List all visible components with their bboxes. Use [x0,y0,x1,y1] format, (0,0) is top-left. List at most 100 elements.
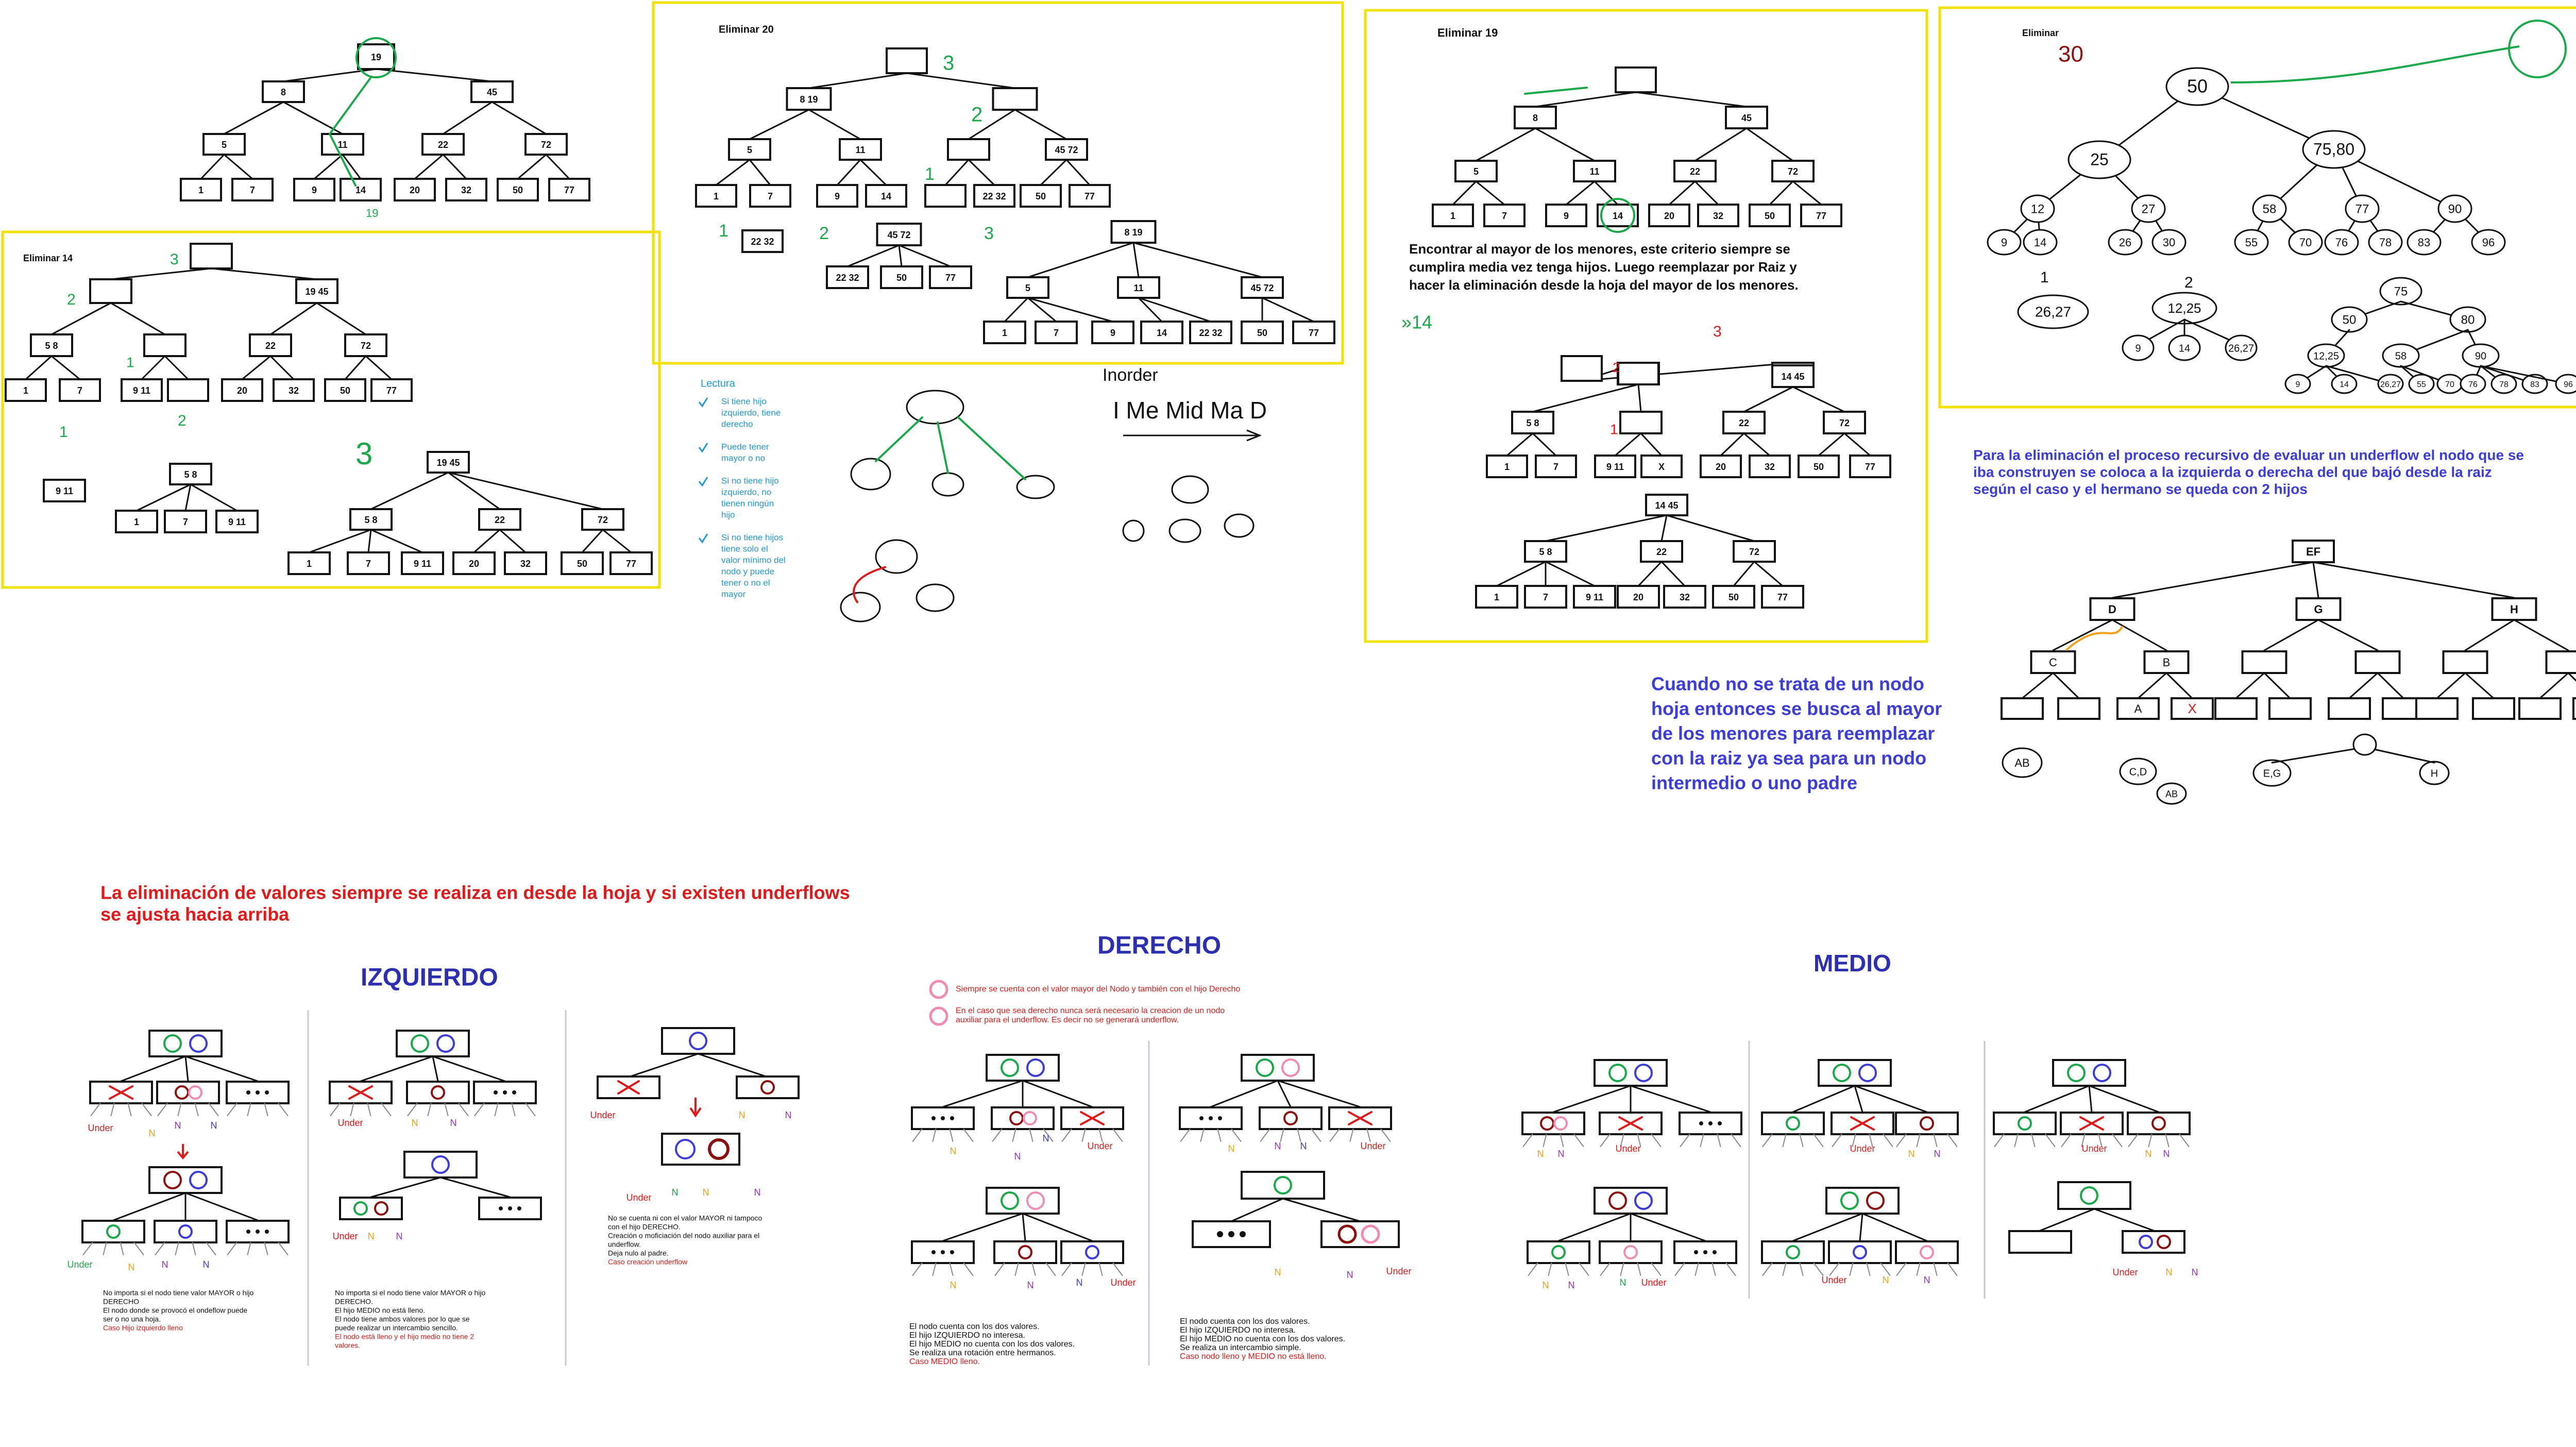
value-circle [2093,1064,2111,1082]
edge [942,1213,1024,1242]
edge [491,101,547,135]
edge [1745,127,1794,162]
tree-node [1733,540,1776,563]
handdrawn-node [2437,194,2472,223]
tree-node [1712,585,1755,609]
tree-node [370,378,413,402]
edge [458,1103,469,1116]
under-label: Under [88,1123,113,1133]
value-circle [2018,1116,2032,1131]
edge [269,302,318,335]
handdrawn-node [2151,229,2187,256]
node-value: 9 [1110,328,1115,338]
tree-node [2241,650,2287,674]
tree-node [1189,321,1232,344]
edge [1552,1085,1632,1113]
edge [1022,1213,1093,1242]
node-value: 7 [1543,592,1548,602]
edge [473,529,501,553]
node-value: 26,27 [2380,380,2401,389]
tree-node [1035,321,1078,344]
edge [2088,1085,2160,1113]
dot-icon [1708,1121,1713,1125]
under-label: N [2145,1149,2152,1159]
handdrawn-node [1171,475,1209,504]
tree-node [154,1220,217,1243]
handdrawn-node [2302,130,2366,169]
edge [2513,619,2569,651]
tree-node [983,321,1026,344]
edge [1132,242,1263,278]
edge [192,1242,196,1255]
node-value: 77 [1777,592,1788,602]
dot-icon [931,1250,936,1254]
under-label: N [2163,1149,2170,1159]
edge [1366,1129,1371,1142]
node-value: 11 [1589,166,1599,177]
handdrawn-node [2002,747,2043,778]
tree-node [2122,1230,2185,1254]
node-value: E,G [2263,768,2281,779]
tree-node [728,138,771,161]
edge [1532,432,1557,457]
handdrawn-node [2555,374,2576,394]
edge [1545,561,1596,587]
under-label: N [1908,1149,1915,1159]
tree-node [1663,585,1706,609]
check-icon [698,397,708,408]
tree-node [1241,1171,1325,1200]
tree-node [2214,697,2258,720]
edge [1061,1263,1072,1276]
red-arrow [853,566,887,604]
node-value: 9 11 [133,385,150,396]
edge [2098,1134,2103,1147]
edge [1528,1263,1538,1276]
handdrawn-node [2165,67,2229,106]
node-value: 77 [626,559,636,569]
explanation-text: cumplira media vez tenga hijos. Luego re… [1409,259,1797,275]
under-label: N [754,1187,761,1198]
value-circle [1023,1111,1037,1125]
node-value: 75,80 [2313,140,2354,158]
under-label: Under [2081,1143,2107,1154]
edge [932,1129,937,1142]
under-label: N [1543,1280,1549,1290]
tree-node [986,1054,1060,1082]
handdrawn-node [931,472,964,497]
under-label: N [1558,1149,1565,1159]
value-circle [1623,1245,1638,1259]
edge [1496,561,1547,587]
node-value: 45 72 [887,230,910,240]
edge [1348,1111,1372,1125]
edge [836,159,861,186]
under-label: Under [1641,1277,1666,1288]
case-note: El hijo MEDIO no está lleno. [335,1306,425,1315]
node-value: 14 45 [1655,500,1678,511]
handdrawn-node [906,390,964,425]
tree-node [2518,697,2562,720]
lectura-title: Lectura [701,378,736,389]
tree-node [1771,364,1815,388]
tree-node [81,1220,145,1243]
handdrawn-node [2331,374,2358,394]
edge [2061,1134,2072,1147]
edge [1452,180,1477,206]
edge [227,1242,238,1255]
under-label: N [950,1280,957,1290]
edge [1933,1263,1938,1276]
tree-node [1006,276,1049,299]
handwritten-inorder: Inorder [1103,365,1158,385]
edge [344,355,367,380]
green-mark: 1 [126,354,134,370]
edge [1031,1263,1036,1276]
tree-node [262,80,305,103]
edge [1832,1134,1842,1147]
node-value: 76 [2468,380,2478,389]
handdrawn-node [2234,229,2269,256]
edge [210,267,318,280]
under-label: Under [1821,1275,1846,1285]
node-value: 32 [520,559,531,569]
node-value: 20 [237,385,247,396]
tree-node [986,1187,1060,1215]
